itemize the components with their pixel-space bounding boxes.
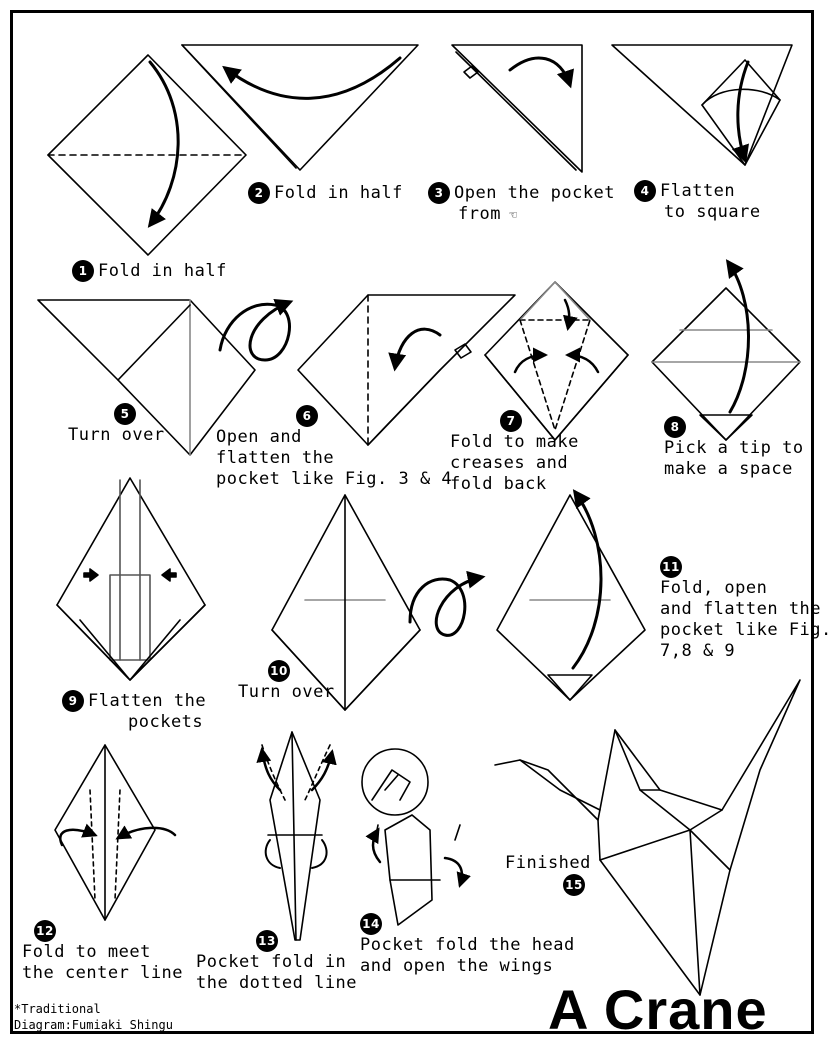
step-2-number: 2 bbox=[248, 182, 270, 204]
step-9-figure bbox=[56, 477, 206, 681]
step-15-text: Finished bbox=[505, 853, 591, 873]
step-11-line2: and flatten the bbox=[660, 599, 822, 619]
step-13-line1: Pocket fold in bbox=[196, 952, 347, 972]
step-7-figure bbox=[484, 281, 629, 441]
step-12-number: 12 bbox=[34, 920, 56, 942]
step-12-caption: 12 Fold to meet the center line bbox=[22, 920, 183, 984]
step-9-line1: Flatten the bbox=[88, 691, 207, 711]
step-14-caption: 14 Pocket fold the head and open the win… bbox=[360, 913, 575, 977]
credit-line2: Diagram:Fumiaki Shingu bbox=[14, 1018, 173, 1032]
step-10-number: 10 bbox=[268, 660, 290, 682]
step-7-line1: Fold to make bbox=[450, 432, 579, 452]
step-3-number: 3 bbox=[428, 182, 450, 204]
step-4-line2: to square bbox=[664, 202, 761, 222]
step-11-number: 11 bbox=[660, 556, 682, 578]
step-5-number: 5 bbox=[114, 403, 136, 425]
step-1-text: Fold in half bbox=[98, 261, 227, 281]
step-13-figure bbox=[256, 731, 337, 941]
step-3-line1: Open the pocket bbox=[454, 183, 616, 203]
step-6-number: 6 bbox=[296, 405, 318, 427]
step-7-line2: creases and bbox=[450, 453, 569, 473]
step-14-figure bbox=[361, 748, 471, 926]
step-11-figure bbox=[496, 489, 646, 701]
page-border bbox=[10, 10, 814, 1034]
step-14-line1: Pocket fold the head bbox=[360, 935, 575, 955]
page-title: A Crane bbox=[548, 978, 768, 1041]
step-2-figure bbox=[181, 44, 419, 171]
step-13-caption: 13 Pocket fold in the dotted line bbox=[196, 930, 357, 994]
step-10-caption: 10 Turn over bbox=[238, 660, 335, 703]
step-13-line2: the dotted line bbox=[196, 973, 358, 993]
step-9-number: 9 bbox=[62, 690, 84, 712]
step-14-number: 14 bbox=[360, 913, 382, 935]
step-6-line2: flatten the bbox=[216, 448, 335, 468]
step-6-figure bbox=[297, 294, 516, 446]
step-15-number: 15 bbox=[563, 874, 585, 896]
step-4-figure bbox=[611, 44, 793, 166]
step-1-figure bbox=[47, 54, 247, 256]
step-12-line2: the center line bbox=[22, 963, 184, 983]
step-1-number: 1 bbox=[72, 260, 94, 282]
step-11-caption: 11 Fold, open and flatten the pocket lik… bbox=[660, 556, 830, 662]
step-6-caption: 6 Open and flatten the pocket like Fig. … bbox=[216, 405, 452, 490]
step-15-caption: Finished 15 bbox=[505, 853, 591, 896]
step-12-line1: Fold to meet bbox=[22, 942, 151, 962]
credit: *Traditional Diagram:Fumiaki Shingu bbox=[14, 1001, 173, 1033]
step-5-text: Turn over bbox=[68, 425, 165, 445]
pocket-hand-icon: ☜ bbox=[500, 208, 518, 223]
step-8-line2: make a space bbox=[664, 459, 793, 479]
step-7-number: 7 bbox=[500, 410, 522, 432]
step-11-line1: Fold, open bbox=[660, 578, 768, 598]
step-4-number: 4 bbox=[634, 180, 656, 202]
step-8-number: 8 bbox=[664, 416, 686, 438]
step-8-figure bbox=[651, 259, 801, 441]
step-7-line3: fold back bbox=[450, 474, 547, 494]
step-8-line1: Pick a tip to bbox=[664, 438, 804, 458]
step-12-figure bbox=[54, 744, 177, 921]
step-10-figure bbox=[271, 494, 486, 711]
step-11-line3: pocket like Fig. bbox=[660, 620, 830, 640]
step-5-caption: 5 Turn over bbox=[68, 403, 165, 446]
step-8-caption: 8 Pick a tip to make a space bbox=[664, 416, 804, 480]
step-10-text: Turn over bbox=[238, 682, 335, 702]
step-3-figure bbox=[451, 44, 583, 173]
step-4-line1: Flatten bbox=[660, 181, 736, 201]
step-6-line3: pocket like Fig. 3 & 4 bbox=[216, 469, 453, 489]
step-14-line2: and open the wings bbox=[360, 956, 554, 976]
step-11-line4: 7,8 & 9 bbox=[660, 641, 736, 661]
step-15-figure bbox=[494, 679, 801, 996]
step-9-line2: pockets bbox=[128, 712, 204, 732]
step-13-number: 13 bbox=[256, 930, 278, 952]
step-2-text: Fold in half bbox=[274, 183, 403, 203]
step-7-caption: 7 Fold to make creases and fold back bbox=[450, 410, 579, 495]
step-3-line2: from bbox=[458, 204, 501, 224]
credit-line1: *Traditional bbox=[14, 1002, 101, 1016]
step-5-figure bbox=[37, 299, 294, 456]
step-6-line1: Open and bbox=[216, 427, 302, 447]
